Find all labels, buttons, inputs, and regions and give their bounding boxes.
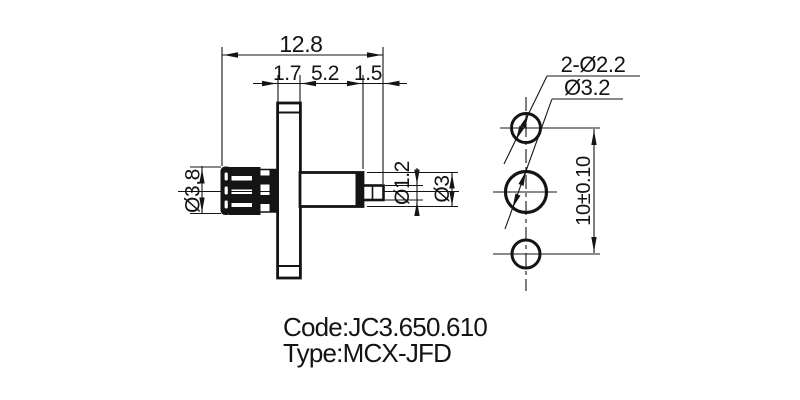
body-end-wall	[355, 173, 363, 206]
knurl-rear-ring	[269, 170, 278, 212]
title-block: Code:JC3.650.610 Type:MCX-JFD	[283, 312, 488, 368]
knurl-tooth	[229, 167, 253, 176]
side-view-connector	[178, 101, 459, 280]
label-body-length: 5.2	[311, 62, 339, 85]
label-center-hole: Ø3.2	[564, 75, 610, 100]
knurl-rear-tooth	[260, 175, 278, 185]
knurl-slot-dash	[224, 186, 228, 195]
drawing-code: Code:JC3.650.610	[283, 312, 488, 342]
leader-line-center-hole	[504, 98, 553, 230]
leader-arrow	[511, 193, 521, 209]
body-outline	[298, 171, 365, 208]
label-pin-length: 1.5	[354, 62, 382, 85]
label-hole-spacing: 10±0.10	[573, 156, 595, 226]
knurl-rear-tooth	[260, 195, 278, 204]
label-flange-thickness: 1.7	[273, 62, 301, 85]
label-pin-diameter: Ø1.2	[391, 161, 414, 205]
side-view-dimensions	[190, 47, 458, 216]
knurl-tooth	[229, 194, 253, 203]
mount-hole-top	[510, 112, 542, 144]
label-coupling-diameter: Ø3.8	[182, 169, 205, 213]
knurl-tooth	[229, 207, 253, 215]
drawing-type: Type:MCX-JFD	[283, 338, 452, 368]
knurl-tooth	[229, 180, 253, 190]
label-mount-holes: 2-Ø2.2	[561, 52, 626, 77]
knurl-slot-dash	[224, 172, 228, 181]
knurl-spine	[252, 167, 261, 215]
leader-arrow	[518, 171, 527, 186]
flange-outline	[276, 101, 302, 280]
knurl-slot-dash	[224, 200, 228, 209]
label-body-diameter: Ø3	[431, 175, 454, 202]
leader-arrow	[520, 113, 530, 128]
mount-hole-bottom	[510, 238, 542, 270]
mounting-hole-view	[493, 75, 640, 291]
label-overall-length: 12.8	[279, 31, 322, 57]
coupling-knurl	[220, 166, 278, 215]
leader-arrow	[515, 125, 525, 141]
